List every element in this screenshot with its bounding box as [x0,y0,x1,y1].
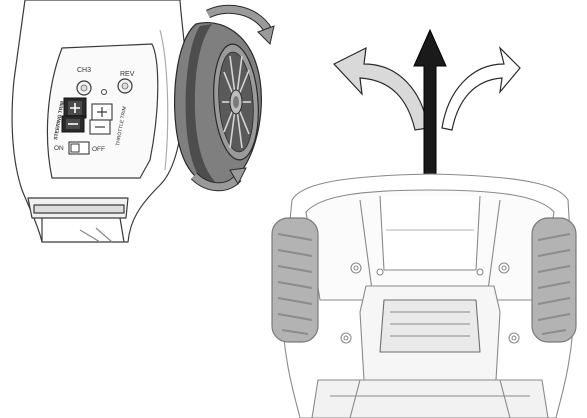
plus-icon [70,103,80,113]
arrow-turn-right [441,46,521,131]
rotation-arrow-bottom [190,167,247,192]
power-on-label: ON [54,145,64,152]
rotation-arrow-top [205,4,275,45]
arrow-turn-left [333,46,429,131]
power-switch[interactable] [68,141,90,155]
steering-trim-buttons[interactable] [61,97,87,133]
truck [281,173,575,418]
truck-tire-left [271,217,319,343]
ch3-knob[interactable] [76,80,92,96]
ch3-label: CH3 [77,67,91,74]
plus-icon [97,107,107,117]
rev-knob[interactable] [117,78,133,94]
arrow-straight [413,28,447,177]
truck-tire-right [531,217,577,343]
rev-label: REV [120,71,135,78]
steering-wheel[interactable] [174,22,262,188]
power-off-label: OFF [92,146,105,153]
indicator-led [101,89,107,95]
throttle-trim-buttons[interactable] [89,103,113,135]
